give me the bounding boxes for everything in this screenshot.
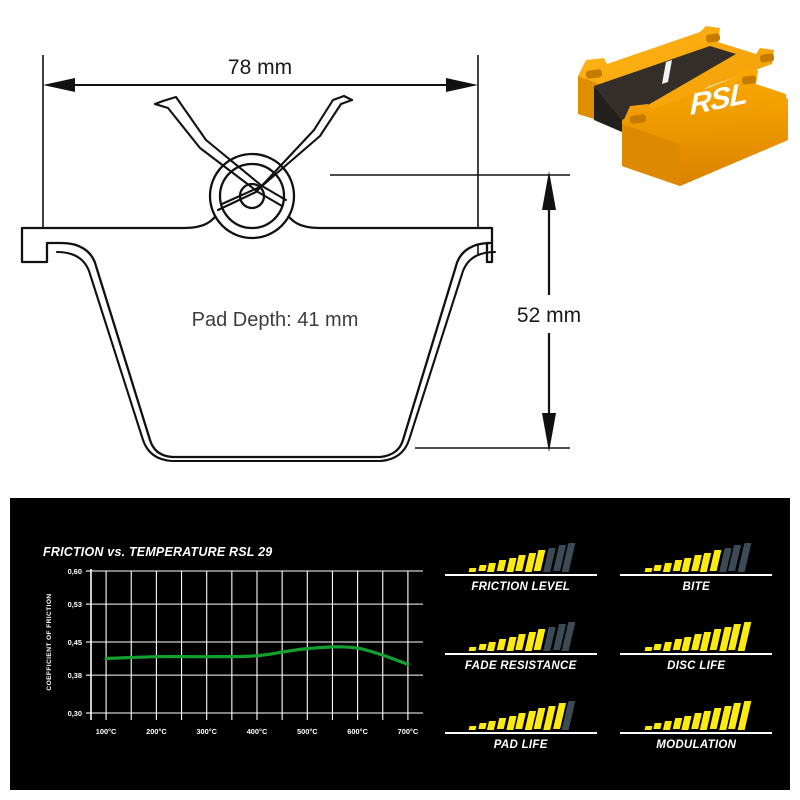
width-arrow-left: [43, 78, 75, 92]
rating-label: BITE: [682, 580, 710, 593]
rating-bars: [644, 700, 752, 731]
rating-bite: BITE: [612, 529, 782, 606]
product-photo-brake-pads: RSL: [578, 26, 788, 186]
rating-label: MODULATION: [656, 738, 737, 751]
rating-friction-level: FRICTION LEVEL: [436, 529, 606, 606]
rating-bar-filled: [468, 725, 477, 730]
retaining-clip-right-arm-b: [216, 94, 346, 212]
chart-x-tick-label: 200°C: [146, 727, 167, 736]
front-pad-face: [680, 98, 788, 186]
pad-inner-contour: [55, 250, 497, 463]
width-arrow-right: [446, 78, 478, 92]
retaining-clip-left-arm: [161, 95, 288, 202]
rating-bars: [468, 542, 576, 573]
chart-y-tick-label: 0,38: [68, 671, 82, 680]
chart-x-tick-label: 300°C: [196, 727, 217, 736]
chart-svg: 0,30 0,38 0,45 0,53 0,60 100°C 200°C 300°C 400°C…: [46, 567, 423, 736]
rating-label: FADE RESISTANCE: [464, 659, 577, 672]
rating-bar-filled: [496, 560, 507, 572]
retaining-clip-tip-right: [342, 94, 354, 102]
rating-modulation: MODULATION: [612, 687, 782, 764]
rating-bar-filled: [653, 723, 663, 730]
pad-outline-drawing: 78 mm 52 mm: [20, 55, 581, 463]
chart-y-tick-label: 0,30: [68, 709, 82, 718]
front-pad-ear-hole-left: [629, 114, 647, 124]
chart-title: FRICTION vs. TEMPERATURE RSL 29: [43, 545, 273, 559]
rating-label: DISC LIFE: [667, 659, 726, 672]
rating-bar-filled: [468, 646, 477, 651]
rating-underline: [620, 573, 773, 576]
rating-bar-filled: [681, 715, 692, 730]
rating-bar-filled: [487, 641, 497, 651]
rear-pad-ear-hole-right: [759, 53, 775, 63]
rear-pad-ear-hole-mid: [705, 33, 721, 43]
retaining-clip-tip-left: [153, 99, 165, 106]
rating-bars: [468, 621, 576, 652]
performance-data-panel: FRICTION vs. TEMPERATURE RSL 29 0,30 0,38…: [10, 498, 790, 790]
rear-pad-slot: [662, 60, 672, 84]
rating-bar-filled: [487, 562, 497, 572]
rating-disc-life: DISC LIFE: [612, 608, 782, 685]
rear-pad-ear-hole-left: [585, 69, 603, 79]
rating-bars: [468, 700, 576, 731]
rating-bar-filled: [468, 567, 477, 572]
rating-bar-filled: [644, 567, 653, 572]
chart-y-axis-title: COEFFICIENT OF FRICTION: [46, 593, 53, 690]
chart-y-tick-label: 0,53: [68, 600, 82, 609]
retaining-clip-left-arm-b: [153, 102, 284, 208]
friction-temperature-chart: FRICTION vs. TEMPERATURE RSL 29 0,30 0,38…: [31, 537, 431, 757]
rating-bars: [644, 542, 752, 573]
brake-pad-rear: [578, 26, 775, 132]
rating-bar-filled: [478, 565, 487, 572]
rating-underline: [620, 652, 773, 655]
rating-bar-filled: [653, 565, 663, 572]
rating-fade-resistance: FADE RESISTANCE: [436, 608, 606, 685]
ratings-grid: FRICTION LEVEL BITE FADE RESISTANCE DISC LI…: [436, 529, 781, 764]
rating-bar-filled: [644, 725, 653, 730]
rating-bars: [644, 621, 752, 652]
chart-x-tick-label: 400°C: [247, 727, 268, 736]
rating-bar-filled: [662, 720, 672, 730]
chart-x-tick-label: 700°C: [398, 727, 419, 736]
front-pad-ear-hole-right: [741, 75, 757, 85]
rating-bar-filled: [478, 723, 487, 730]
rating-bar-filled: [487, 720, 497, 730]
chart-x-tick-label: 100°C: [96, 727, 117, 736]
rating-underline: [444, 731, 597, 734]
chart-y-tick-label: 0,60: [68, 567, 82, 576]
rating-bar-filled: [653, 644, 663, 651]
rating-pad-life: PAD LIFE: [436, 687, 606, 764]
rating-bar-filled: [478, 644, 487, 651]
rating-bar-filled: [496, 639, 507, 651]
front-pad-side: [622, 124, 680, 186]
rating-bar-filled: [644, 646, 653, 651]
brake-pad-front: RSL: [622, 68, 788, 186]
rating-bar-filled: [662, 562, 672, 572]
rating-underline: [444, 573, 597, 576]
rating-bar-filled: [672, 560, 682, 572]
chart-x-tick-label: 500°C: [297, 727, 318, 736]
rating-bar-filled: [681, 557, 692, 572]
rating-underline: [620, 731, 773, 734]
rating-bar-filled: [681, 636, 692, 651]
rear-pad-friction-side: [594, 86, 622, 132]
rating-bar-filled: [672, 718, 682, 730]
rating-bar-filled: [496, 718, 507, 730]
rating-label: FRICTION LEVEL: [471, 580, 571, 593]
rating-bar-filled: [672, 639, 682, 651]
height-arrow-top: [542, 171, 556, 210]
rating-underline: [444, 652, 597, 655]
technical-drawing: 78 mm 52 mm: [20, 55, 581, 463]
chart-y-tick-label: 0,45: [68, 638, 82, 647]
rating-label: PAD LIFE: [493, 738, 548, 751]
chart-x-tick-label: 600°C: [347, 727, 368, 736]
height-dimension-label: 52 mm: [517, 304, 581, 327]
rating-bar-filled: [662, 641, 672, 651]
retaining-clip-right-arm: [220, 98, 354, 206]
height-arrow-bottom: [542, 413, 556, 452]
chart-series-line: [104, 645, 410, 666]
pad-depth-label: Pad Depth: 41 mm: [192, 309, 359, 331]
width-dimension-label: 78 mm: [228, 56, 292, 79]
